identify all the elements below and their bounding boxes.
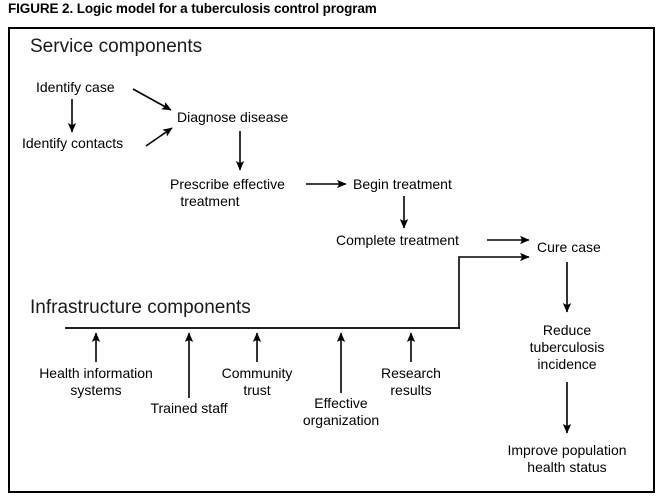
figure-caption: FIGURE 2. Logic model for a tuberculosis…	[8, 1, 377, 16]
diagram-frame	[8, 27, 655, 493]
